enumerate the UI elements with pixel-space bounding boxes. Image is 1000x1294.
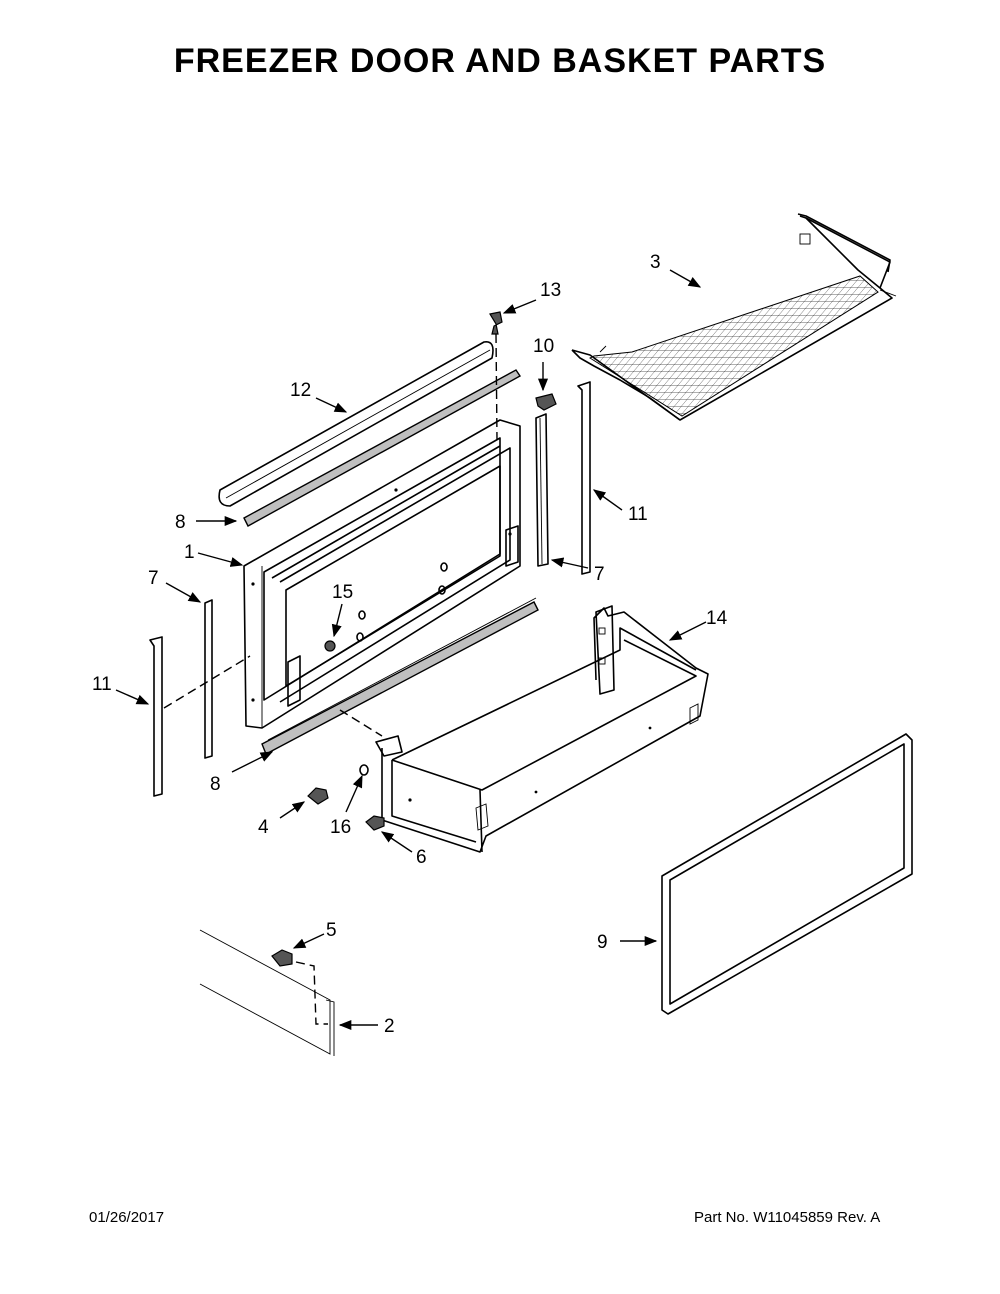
callout-15: 15: [332, 582, 353, 603]
callout-8-upper: 8: [175, 512, 186, 533]
callout-13: 13: [540, 280, 561, 301]
revision: Rev. A: [837, 1209, 881, 1226]
callout-9: 9: [597, 932, 608, 953]
basket-rack-part-3: [571, 213, 897, 421]
callout-12: 12: [290, 380, 311, 401]
screw-part-4: [307, 787, 329, 805]
washer-part-16: [359, 764, 369, 776]
door-frame-part-1: [243, 419, 521, 729]
door-bottom-strip-part-8: [261, 597, 539, 755]
page-title: FREEZER DOOR AND BASKET PARTS: [173, 42, 827, 80]
footer-part-info: Part No. W11045859 Rev. A: [694, 1209, 880, 1226]
callout-7-right: 7: [594, 564, 605, 585]
clip-part-10: [535, 393, 557, 411]
leader-lines: [115, 269, 707, 1031]
door-top-trim-part-12: [218, 341, 494, 507]
callout-4: 4: [258, 817, 269, 838]
right-side-rail-part-11: [577, 381, 591, 575]
footer-date: 01/26/2017: [89, 1209, 165, 1226]
callout-6: 6: [416, 847, 427, 868]
right-side-strip-part-7: [535, 413, 549, 567]
lower-panel-part-2: [199, 929, 335, 1056]
callout-11-right: 11: [628, 504, 648, 525]
callout-8-lower: 8: [210, 774, 221, 795]
callout-2: 2: [384, 1016, 395, 1037]
callout-10: 10: [533, 336, 554, 357]
callout-16: 16: [330, 817, 351, 838]
callout-3: 3: [650, 252, 661, 273]
left-side-strip-part-7: [204, 599, 213, 759]
basket-alignment-line: [339, 709, 383, 737]
screw-part-5: [271, 949, 293, 967]
part-number: W11045859: [753, 1209, 833, 1226]
callout-14: 14: [706, 608, 728, 629]
callout-5: 5: [326, 920, 337, 941]
left-side-rail-part-11: [149, 636, 163, 797]
basket-frame-part-14: [375, 605, 709, 853]
callout-1: 1: [184, 542, 195, 563]
part-label: Part No.: [694, 1209, 750, 1226]
left-alignment-line: [163, 655, 251, 709]
callout-7-left: 7: [148, 568, 159, 589]
door-top-strip-part-8: [243, 369, 522, 527]
door-gasket-part-9: [661, 733, 913, 1015]
callout-11-left: 11: [92, 674, 112, 695]
screw-part-6: [365, 815, 385, 831]
